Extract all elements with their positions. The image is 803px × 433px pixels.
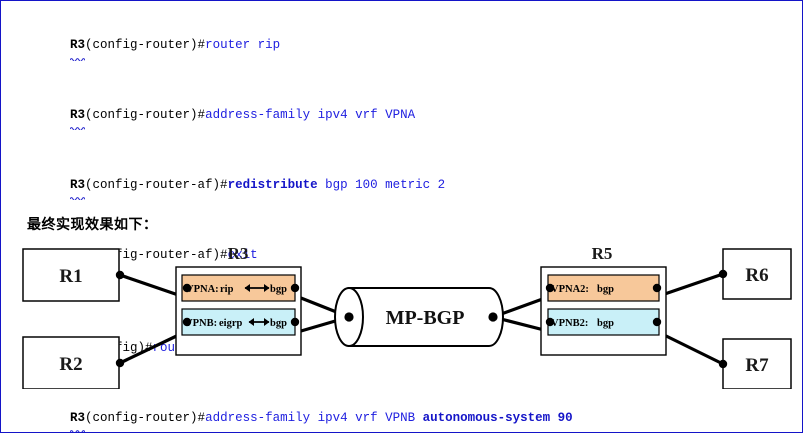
endpoint-dot: [718, 359, 728, 369]
prompt-host: R3: [70, 34, 86, 61]
router-label-r6: R6: [745, 265, 768, 286]
vrf-name-vpnb2: VPNB2:: [551, 318, 588, 329]
link-vpna2-to-r6: [655, 272, 724, 299]
vrf-row-vpna[interactable]: VPNA: rip bgp: [181, 274, 296, 302]
prompt-mode: (config-router-af)#: [85, 247, 228, 262]
vrf-row-vpnb[interactable]: VPNB: eigrp bgp: [181, 308, 296, 336]
core-label: MP-BGP: [386, 307, 465, 329]
endpoint-dot: [115, 358, 125, 368]
link-vpnb2-to-r7: [655, 329, 724, 366]
cli-command-bold: autonomous-system 90: [422, 411, 573, 426]
prompt-mode: (config-router-af)#: [85, 178, 228, 193]
endpoint-dot: [488, 312, 498, 322]
vrf-name-vpna: VPNA:: [186, 284, 219, 295]
prompt-host: R3: [70, 104, 86, 131]
vrf-name-vpna2: VPNA2:: [551, 284, 589, 295]
endpoint-dot: [182, 317, 192, 327]
router-node-r1[interactable]: R1: [22, 248, 120, 302]
vrf-name-vpnb: VPNB:: [185, 318, 217, 329]
vrf-left-proto-vpna: rip: [220, 284, 234, 295]
router-label-r2: R2: [59, 354, 82, 375]
cli-command: router rip: [205, 38, 281, 53]
endpoint-dot: [545, 283, 555, 293]
pe-node-r3[interactable]: R3 VPNA: rip bgp VPNB: [175, 244, 302, 356]
router-label-r7: R7: [745, 355, 769, 376]
spellcheck-squiggle-icon: [70, 57, 86, 61]
vrf-left-proto-vpnb: eigrp: [219, 318, 242, 329]
prompt-host: R3: [70, 174, 86, 201]
router-node-r7[interactable]: R7: [722, 338, 792, 389]
spellcheck-squiggle-icon: [70, 429, 86, 432]
endpoint-dot: [182, 283, 192, 293]
vrf-left-proto-vpnb2: bgp: [597, 318, 614, 329]
spellcheck-squiggle-icon: [70, 196, 86, 201]
cli-line: R3(config-router-af)#redistribute bgp 10…: [25, 151, 785, 221]
cli-command: exit: [227, 247, 258, 262]
prompt-host: R3: [70, 407, 86, 432]
bidirectional-arrow-icon: [244, 284, 270, 292]
endpoint-dot: [545, 317, 555, 327]
endpoint-dot: [290, 283, 300, 293]
prompt-mode: (config-router)#: [85, 38, 206, 53]
spellcheck-squiggle-icon: [70, 126, 86, 131]
network-topology-diagram: R1 R2 R6 R7: [1, 239, 802, 389]
cli-command: bgp 100 metric 2: [317, 178, 446, 193]
endpoint-dot: [290, 317, 300, 327]
endpoint-dot: [652, 317, 662, 327]
pe-node-r5[interactable]: R5 VPNA2: bgp VPNB2: bgp: [540, 244, 667, 356]
endpoint-dot: [718, 269, 728, 279]
endpoint-dot: [344, 312, 354, 322]
prompt-mode: (config-router)#: [85, 411, 206, 426]
vrf-right-proto-vpna: bgp: [270, 284, 287, 295]
endpoint-dot: [652, 283, 662, 293]
prompt-mode: (config-router)#: [85, 108, 206, 123]
cli-line: R3(config-router)#router rip: [25, 11, 785, 81]
cli-line: R3(config-router)#address-family ipv4 vr…: [25, 81, 785, 151]
core-cloud-mpbgp[interactable]: MP-BGP: [334, 287, 504, 347]
bidirectional-arrow-icon: [248, 318, 270, 326]
router-node-r6[interactable]: R6: [722, 248, 792, 300]
cli-command-pre: address-family ipv4 vrf VPNB: [205, 411, 423, 426]
vrf-left-proto-vpna2: bgp: [597, 284, 614, 295]
vrf-row-vpna2[interactable]: VPNA2: bgp: [547, 274, 660, 302]
pe-label-r5: R5: [592, 244, 613, 263]
section-caption: 最终实现效果如下：: [27, 217, 158, 233]
endpoint-dot: [115, 270, 125, 280]
cli-command: address-family ipv4 vrf VPNA: [205, 108, 416, 123]
connection-endpoints: [115, 269, 728, 369]
router-node-r2[interactable]: R2: [22, 336, 120, 389]
vrf-right-proto-vpnb: bgp: [270, 318, 287, 329]
router-label-r1: R1: [59, 266, 82, 287]
vrf-row-vpnb2[interactable]: VPNB2: bgp: [547, 308, 660, 336]
cli-line: R3(config-router)#address-family ipv4 vr…: [25, 384, 785, 432]
pe-label-r3: R3: [228, 244, 249, 263]
cli-command-bold: redistribute: [227, 178, 318, 193]
